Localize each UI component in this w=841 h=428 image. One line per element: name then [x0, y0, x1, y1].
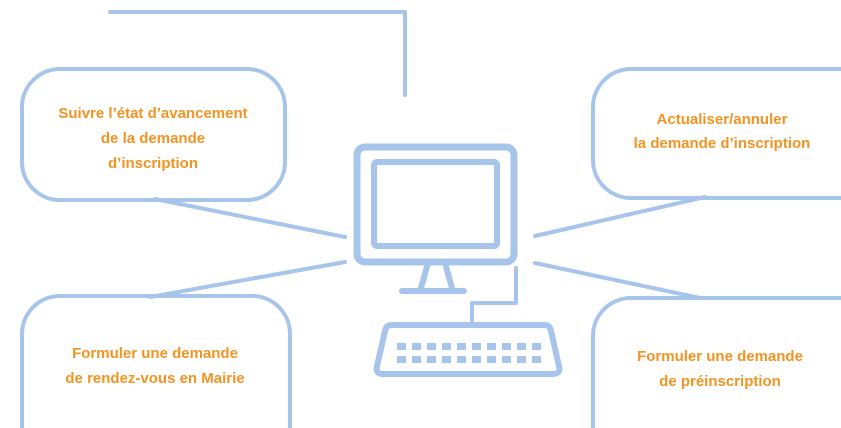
- keyboard-key: [442, 343, 451, 350]
- callout-bubble: [591, 67, 841, 200]
- keyboard-icon: [373, 322, 563, 377]
- callout-text-line: Formuler une demande: [72, 345, 238, 362]
- keyboard-key: [517, 343, 526, 350]
- callout-text-line: la demande d’inscription: [634, 135, 811, 152]
- keyboard-key: [472, 343, 481, 350]
- keyboard-key: [427, 343, 436, 350]
- keyboard-key: [457, 356, 466, 363]
- keyboard-key: [487, 356, 496, 363]
- keyboard-key: [427, 356, 436, 363]
- monitor-stand: [418, 260, 455, 291]
- callout-text-line: Actualiser/annuler: [657, 111, 788, 128]
- keyboard-key: [502, 343, 511, 350]
- keyboard-key: [532, 343, 541, 350]
- callout-pointer: [533, 195, 707, 238]
- keyboard-key: [457, 343, 466, 350]
- callout-top-right: Actualiser/annuler la demande d’inscript…: [533, 67, 841, 238]
- monitor-frame: [353, 143, 518, 266]
- callout-bottom-left: Formuler une demande de rendez-vous en M…: [20, 260, 347, 428]
- callout-pointer: [148, 260, 347, 299]
- callout-text-line: d’inscription: [108, 155, 198, 172]
- callout-pointer: [153, 197, 347, 239]
- keyboard-key: [442, 356, 451, 363]
- desktop-computer-icon: [353, 143, 563, 377]
- keyboard-key: [412, 343, 421, 350]
- keyboard-key: [517, 356, 526, 363]
- callout-top-left: Suivre l’état d’avancement de la demande…: [20, 67, 347, 239]
- keyboard-key: [397, 356, 406, 363]
- keyboard-key: [397, 343, 406, 350]
- callout-text-line: Formuler une demande: [637, 348, 803, 365]
- callout-text-line: Suivre l’état d’avancement: [58, 105, 247, 122]
- callout-text-line: de rendez-vous en Mairie: [65, 370, 244, 387]
- callout-bubble: [20, 294, 292, 428]
- connector-top: [108, 10, 407, 97]
- callout-bubble: [591, 296, 841, 428]
- keyboard-key: [502, 356, 511, 363]
- keyboard-cable: [470, 266, 518, 324]
- keyboard-keys: [397, 343, 541, 363]
- keyboard-key: [487, 343, 496, 350]
- callout-pointer: [533, 261, 702, 300]
- callout-bottom-right: Formuler une demande de préinscription: [533, 261, 841, 428]
- keyboard-key: [412, 356, 421, 363]
- keyboard-key: [532, 356, 541, 363]
- monitor-screen: [371, 159, 500, 249]
- callout-text-line: de la demande: [101, 130, 205, 147]
- keyboard-key: [472, 356, 481, 363]
- callout-text-line: de préinscription: [659, 373, 781, 390]
